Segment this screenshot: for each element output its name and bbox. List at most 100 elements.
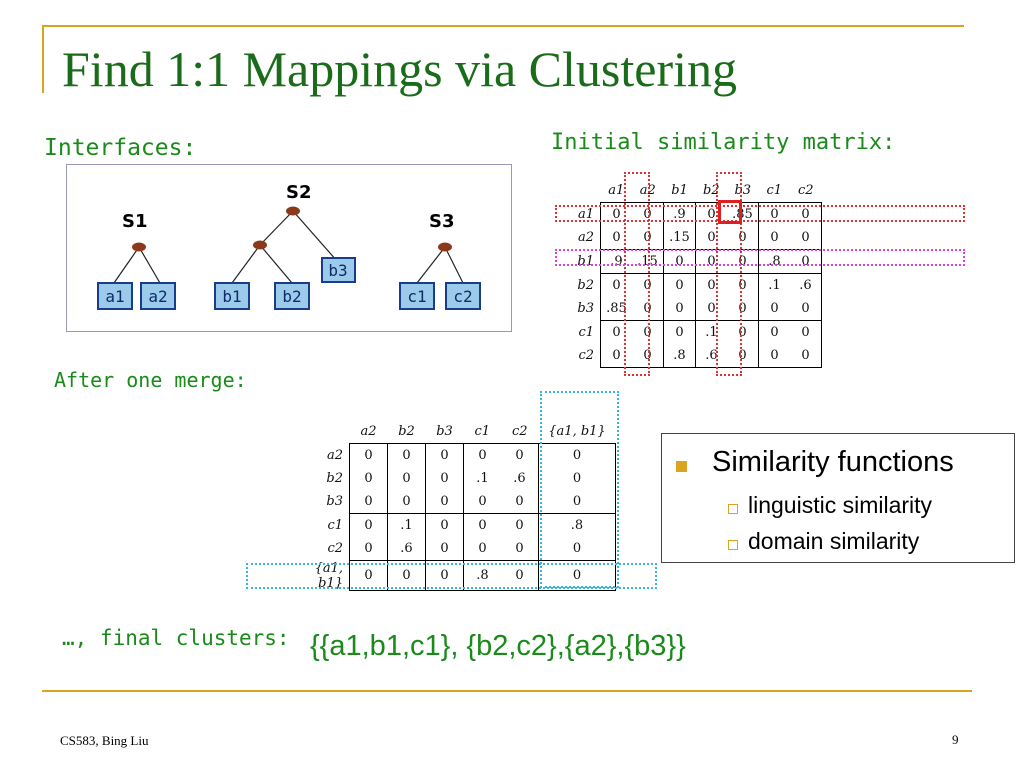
matrix-cell: 0 (538, 537, 616, 561)
matrix-cell: 0 (538, 443, 616, 467)
interfaces-label: Interfaces: (44, 135, 197, 161)
row-header: c2 (578, 348, 594, 364)
matrix-cell: 0 (663, 320, 696, 344)
matrix-cell: .6 (387, 537, 426, 561)
col-header: b3 (436, 424, 453, 439)
col-header: {a1, b1} (548, 424, 606, 439)
matrix-cell: 0 (425, 490, 464, 514)
matrix-cell: 0 (349, 513, 388, 537)
col-header: b1 (671, 183, 688, 198)
row-header: a2 (326, 447, 343, 463)
matrix-cell: 0 (695, 273, 727, 297)
matrix-cell: 0 (463, 513, 501, 537)
leaf-b3-label: b3 (328, 261, 347, 280)
bullet-hollow-square-icon (728, 504, 738, 514)
matrix-cell: 0 (790, 297, 822, 321)
matrix-cell: 0 (632, 344, 664, 368)
matrix-cell: 0 (738, 301, 747, 316)
matrix-cell: 0 (425, 513, 464, 537)
tree-s3-label: S3 (429, 211, 455, 232)
merged-col-highlight (540, 391, 619, 588)
tree-node-icon (132, 242, 146, 252)
leaf-b1 (214, 282, 250, 310)
matrix-cell: 0 (790, 226, 822, 250)
leaf-c2 (445, 282, 481, 310)
matrix-cell: 0 (387, 443, 426, 467)
col-b1-highlight (716, 172, 742, 376)
matrix-cell: 0 (463, 443, 501, 467)
matrix-cell: 0 (349, 443, 388, 467)
final-clusters-label: …, final clusters: (62, 626, 290, 650)
leaf-b3 (321, 257, 356, 283)
bullet-hollow-square-icon (728, 540, 738, 550)
matrix-row: b2 0 0 0 0 0 .1 .6 (564, 273, 822, 297)
similarity-matrix-label: Initial similarity matrix: (551, 130, 896, 155)
matrix-cell: 0 (515, 494, 524, 509)
col-header: c1 (474, 424, 491, 439)
tree-node-icon (253, 240, 267, 250)
col-a1-highlight (624, 172, 650, 376)
matrix-cell: 0 (538, 490, 616, 514)
matrix-cell: 0 (790, 320, 822, 344)
matrix-cell: 0 (349, 467, 388, 490)
matrix-cell: 0 (643, 301, 652, 316)
matrix-cell: 0 (501, 513, 539, 537)
leaf-b2-label: b2 (282, 287, 301, 306)
matrix-row: b1 .9 .15 0 0 0 .8 0 (564, 249, 822, 274)
matrix-cell: 0 (387, 560, 426, 591)
matrix-cell: .6 (695, 344, 727, 368)
schema-trees: S1 a1 a2 S2 b1 b2 b3 S3 c1 c2 (97, 182, 481, 310)
matrix-cell: 0 (501, 560, 539, 591)
matrix-cell: 0 (758, 320, 790, 344)
bullet-square-icon (676, 461, 687, 472)
matrix-row: b3 .85 0 0 0 0 0 0 (564, 297, 822, 321)
bottom-rule (42, 690, 972, 692)
matrix-cell: 0 (643, 230, 652, 245)
matrix-cell: .8 (463, 560, 501, 591)
row-b1-highlight (555, 249, 965, 266)
matrix-cell: .8 (538, 513, 616, 537)
col-header: b2 (702, 183, 720, 198)
matrix-row: c2 0 0 .8 .6 0 0 0 (564, 344, 822, 368)
leaf-a2-label: a2 (148, 287, 167, 306)
max-similarity-cell-highlight (718, 200, 742, 224)
matrix-row: c1 0 .1 0 0 0 .8 (289, 513, 616, 537)
leaf-c2-label: c2 (453, 287, 472, 306)
col-header: a2 (360, 424, 377, 439)
slide-title: Find 1:1 Mappings via Clustering (62, 41, 737, 97)
leaf-a1 (97, 282, 133, 310)
matrix-row: c2 0 .6 0 0 0 0 (289, 537, 616, 561)
col-header: b2 (398, 424, 415, 439)
matrix-cell: 0 (632, 320, 664, 344)
matrix-row: b2 0 0 0 .1 .6 0 (289, 467, 616, 490)
matrix-cell: 0 (738, 230, 747, 245)
matrix-cell: 0 (758, 297, 790, 321)
footer-course: CS583, Bing Liu (60, 733, 149, 748)
leaf-c1 (399, 282, 435, 310)
matrix-cell: 0 (727, 249, 759, 274)
row-header: c1 (327, 517, 343, 533)
matrix-cell: 0 (425, 537, 464, 561)
matrix-cell: 0 (695, 297, 727, 321)
matrix-cell: .1 (758, 273, 790, 297)
col-header: c1 (766, 183, 783, 198)
matrix-cell: 0 (632, 273, 664, 297)
matrix-cell: 0 (758, 344, 790, 368)
leaf-a2 (140, 282, 176, 310)
matrix-cell: 0 (663, 297, 696, 321)
matrix-cell: 0 (387, 467, 426, 490)
bullet-sub-2: domain similarity (748, 528, 920, 554)
col-header: c2 (511, 424, 528, 439)
matrix-row: a2 0 0 0 0 0 0 (289, 443, 616, 467)
matrix-cell: 0 (695, 249, 727, 274)
matrix-cell: 0 (790, 344, 822, 368)
row-header: b3 (326, 494, 343, 510)
leaf-a1-label: a1 (105, 287, 124, 306)
matrix-cell: 0 (387, 490, 426, 514)
matrix-cell: .8 (663, 344, 696, 368)
col-header: b3 (734, 183, 752, 198)
matrix-cell: 0 (695, 226, 727, 250)
matrix-cell: 0 (727, 320, 759, 344)
matrix-cell: 0 (501, 443, 539, 467)
tree-s1-label: S1 (122, 211, 148, 232)
